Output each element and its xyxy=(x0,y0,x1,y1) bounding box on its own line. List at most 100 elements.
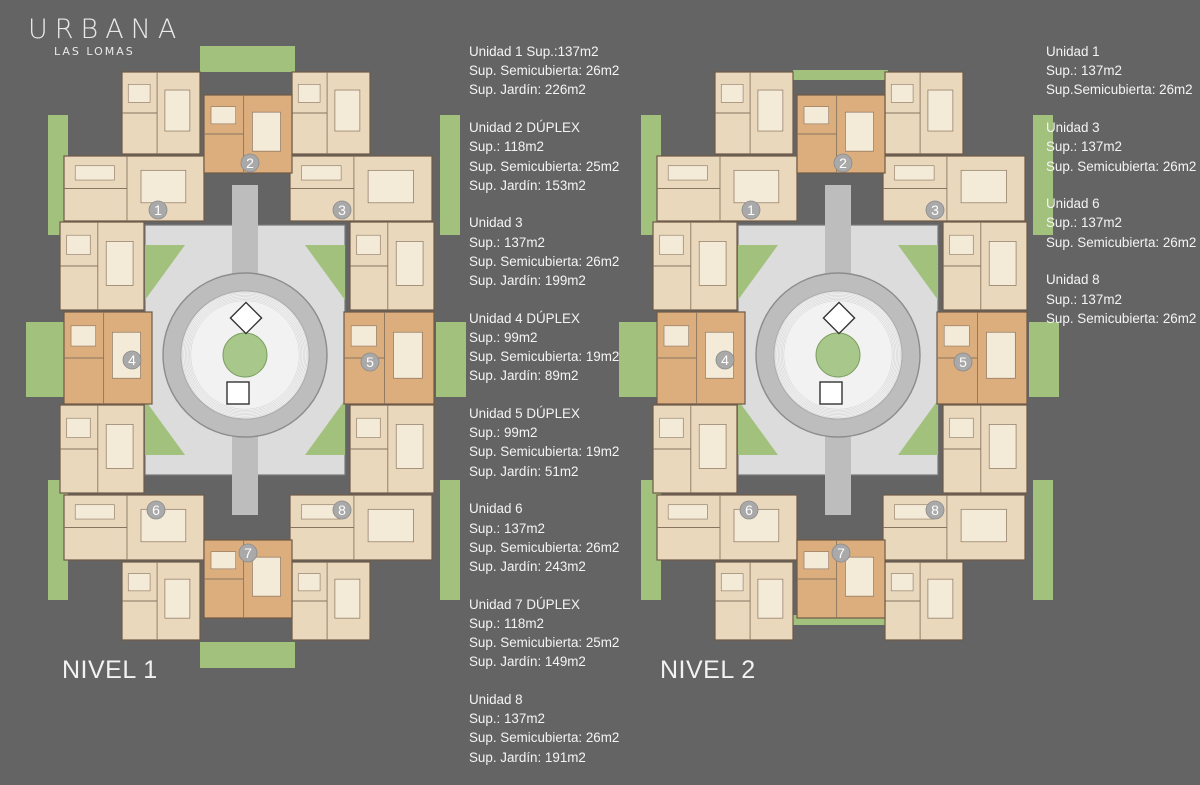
unit-marker-label: 7 xyxy=(837,545,845,561)
unit-line: Sup. Semicubierta: 19m2 xyxy=(469,349,620,365)
unit-line: Unidad 8 xyxy=(1046,272,1100,288)
unit-line: Unidad 5 DÚPLEX xyxy=(469,406,580,422)
unit-line: Unidad 1 Sup.:137m2 xyxy=(469,44,599,59)
furniture-bed xyxy=(395,424,424,469)
unit-marker xyxy=(146,500,166,520)
unit-marker xyxy=(360,352,380,372)
unit-marker-label: 2 xyxy=(246,155,254,171)
garden-strip xyxy=(1033,115,1053,235)
furniture-table xyxy=(667,504,708,520)
unit-line: Unidad 6 xyxy=(469,501,523,517)
unit-line: Sup. Semicubierta: 26m2 xyxy=(1046,158,1197,174)
unit-6-info: Unidad 6 Sup.: 137m2 Sup. Semicubierta: … xyxy=(1046,194,1196,252)
furniture-bed xyxy=(986,331,1016,379)
furniture-bed xyxy=(988,424,1017,469)
unit-marker-label: 6 xyxy=(152,502,160,518)
furniture-table xyxy=(720,573,744,592)
furniture-bed xyxy=(845,111,874,152)
unit-line: Sup. Jardín: 199m2 xyxy=(469,273,586,289)
unit-line: Sup.: 137m2 xyxy=(1046,215,1122,231)
unit-marker-label: 2 xyxy=(839,155,847,171)
unit-line: Sup. Semicubierta: 26m2 xyxy=(469,730,620,746)
garden-strip xyxy=(641,480,661,600)
furniture-table xyxy=(66,417,91,438)
furniture-bed xyxy=(105,424,134,469)
furniture-bed xyxy=(252,556,281,597)
unit-line: Sup. Semicubierta: 26m2 xyxy=(469,63,620,79)
furniture-table xyxy=(297,573,321,592)
unit-line: Sup. Semicubierta: 19m2 xyxy=(469,444,620,460)
unit-line: Sup.: 118m2 xyxy=(469,139,544,155)
furniture-table xyxy=(949,417,974,438)
unit-marker-label: 7 xyxy=(244,545,252,561)
tree-canopy xyxy=(222,332,268,378)
stair-ring xyxy=(187,297,303,413)
unit-line: Unidad 3 xyxy=(469,215,523,231)
garden-top xyxy=(793,70,888,80)
furniture-bed xyxy=(140,169,187,204)
furniture-bed xyxy=(367,169,414,204)
unit-line: Sup.: 99m2 xyxy=(469,425,538,441)
unit-line: Sup. Semicubierta: 26m2 xyxy=(469,253,620,269)
unit-line: Sup. Jardín: 149m2 xyxy=(469,654,586,670)
stair-ring xyxy=(183,293,307,417)
furniture-table xyxy=(894,165,935,181)
unit-8-info: Unidad 8 Sup.: 137m2 Sup. Semicubierta: … xyxy=(469,690,619,767)
unit-line: Unidad 4 DÚPLEX xyxy=(469,310,580,326)
unit-marker xyxy=(741,200,761,220)
unit-line: Sup. Jardín: 89m2 xyxy=(469,368,579,384)
unit-line: Sup. Jardín: 153m2 xyxy=(469,177,586,193)
unit-3-info: Unidad 3 Sup.: 137m2 Sup. Semicubierta: … xyxy=(1046,118,1196,176)
unit-line: Sup.: 118m2 xyxy=(469,615,544,631)
courtyard-garden xyxy=(305,400,345,455)
unit-marker xyxy=(953,352,973,372)
courtyard-garden xyxy=(305,245,345,300)
unit-marker xyxy=(332,500,352,520)
unit-marker xyxy=(122,350,142,370)
unit-5-info: Unidad 5 DÚPLEX Sup.: 99m2 Sup. Semicubi… xyxy=(469,404,619,481)
unit-2-info: Unidad 2 DÚPLEX Sup.: 118m2 Sup. Semicub… xyxy=(469,118,619,195)
furniture-table xyxy=(350,325,377,347)
courtyard-garden xyxy=(738,245,778,300)
garden-strip xyxy=(436,322,466,397)
furniture-bed xyxy=(845,556,874,597)
furniture-table xyxy=(949,234,974,255)
stair-ring xyxy=(779,296,897,414)
unit-list-level-1: Unidad 1 Sup.:137m2 Sup. Semicubierta: 2… xyxy=(469,42,619,785)
garden-strip xyxy=(48,115,68,235)
unit-line: Sup.: 99m2 xyxy=(469,329,538,345)
elevator-bottom xyxy=(226,381,250,405)
unit-marker-label: 3 xyxy=(931,202,939,218)
unit-7-info: Unidad 7 DÚPLEX Sup.: 118m2 Sup. Semicub… xyxy=(469,595,619,672)
level-1-title: NIVEL 1 xyxy=(62,656,158,684)
furniture-bed xyxy=(164,578,191,619)
unit-line: Unidad 6 xyxy=(1046,196,1100,212)
unit-line: Sup. Semicubierta: 26m2 xyxy=(1046,310,1197,326)
elevator-bottom xyxy=(819,381,843,405)
stair-ring xyxy=(180,290,310,420)
furniture-table xyxy=(356,234,381,255)
garden-bottom xyxy=(793,615,888,625)
courtyard-garden xyxy=(145,245,185,300)
stair-ring xyxy=(783,300,893,410)
unit-6-info: Unidad 6 Sup.: 137m2 Sup. Semicubierta: … xyxy=(469,499,619,576)
courtyard-garden xyxy=(145,400,185,455)
elevator-top xyxy=(229,301,263,335)
furniture-bed xyxy=(927,578,954,619)
unit-line: Unidad 8 xyxy=(469,691,523,707)
furniture-table xyxy=(66,234,91,255)
unit-marker-label: 5 xyxy=(959,354,967,370)
unit-1-info: Unidad 1 Sup.: 137m2 Sup.Semicubierta: 2… xyxy=(1046,42,1196,100)
furniture-bed xyxy=(960,169,1007,204)
furniture-bed xyxy=(988,241,1017,286)
stair-ring xyxy=(782,299,894,411)
furniture-bed xyxy=(757,89,784,132)
furniture-table xyxy=(720,84,744,103)
unit-marker xyxy=(833,153,853,173)
unit-line: Sup.: 137m2 xyxy=(469,520,545,536)
unit-line: Unidad 2 DÚPLEX xyxy=(469,120,580,136)
stair-ring xyxy=(778,295,899,416)
furniture-table xyxy=(74,504,115,520)
